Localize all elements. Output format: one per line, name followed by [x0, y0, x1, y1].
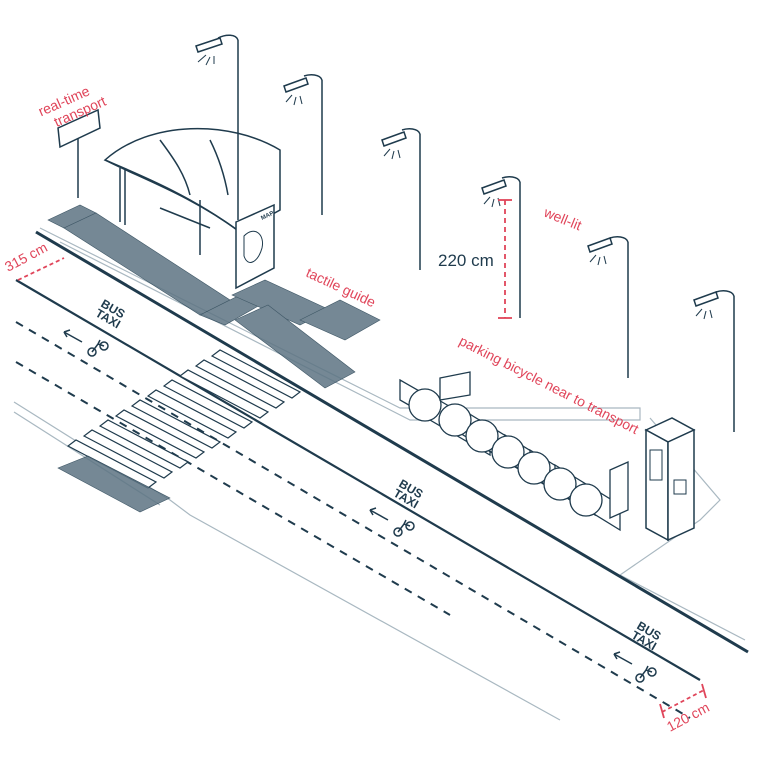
width-315-dimension [17, 257, 65, 281]
label-width-315: 315 cm [2, 239, 50, 275]
map-label: MAP [260, 211, 275, 222]
bicycle-icon [635, 665, 657, 683]
bus-lane-solid-line [35, 230, 749, 654]
bicycle-icon [87, 339, 109, 357]
arrow-left-icon [369, 507, 389, 521]
lane-marking-1: BUS TAXI [93, 296, 127, 331]
zebra-crossing [66, 349, 302, 489]
bike-share-station [399, 371, 629, 532]
road-lines [15, 230, 749, 719]
arrow-left-icon [613, 651, 633, 665]
street-lamps [195, 34, 735, 432]
width-120-dimension [661, 689, 705, 713]
arrow-left-icon [63, 329, 83, 343]
dimension-lines [17, 199, 707, 719]
bus-shelter [103, 127, 281, 290]
bicycle-icon [393, 519, 415, 537]
lane-marking-2: BUS TAXI [391, 476, 425, 511]
label-well-lit: well-lit [541, 204, 584, 234]
bike-lane-solid-line [15, 279, 701, 681]
real-time-sign [57, 108, 101, 198]
bike-lane-marks [63, 329, 657, 683]
label-height-220: 220 cm [438, 251, 494, 270]
ticket-kiosk [644, 417, 696, 542]
label-width-120: 120 cm [664, 699, 712, 735]
lane-marking-3: BUS TAXI [629, 618, 663, 653]
lane-dashed-line-1 [15, 321, 691, 719]
tactile-paving [47, 204, 381, 513]
